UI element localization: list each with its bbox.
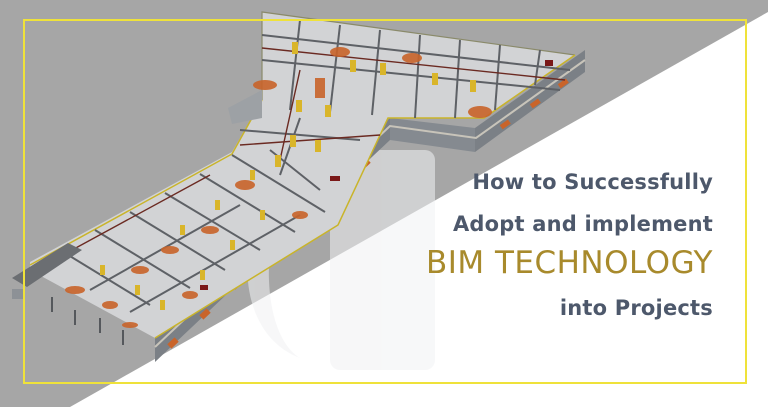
headline-bim-technology: BIM TECHNOLOGY — [425, 245, 713, 281]
headline-line-4: into Projects — [559, 296, 713, 320]
headline-line-2: Adopt and implement — [452, 212, 713, 236]
headline-line-1: How to Successfully — [472, 170, 713, 194]
bim-building-illustration — [12, 11, 586, 362]
